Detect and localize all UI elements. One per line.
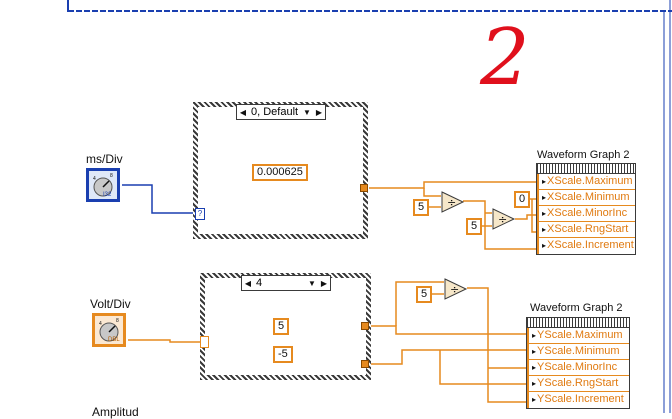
svg-text:÷: ÷ — [450, 283, 459, 296]
chevron-down-icon[interactable]: ▼ — [308, 278, 316, 288]
prop-label: YScale.Increment — [537, 393, 624, 405]
case-prev-arrow-icon[interactable]: ◀ — [239, 107, 247, 117]
case-prev-arrow-icon[interactable]: ◀ — [244, 278, 252, 288]
constant-neg5-bottom[interactable]: -5 — [273, 346, 293, 363]
svg-text:4: 4 — [93, 176, 96, 182]
chevron-down-icon[interactable]: ▼ — [303, 107, 311, 117]
knob-icon: 4 8 — [93, 173, 113, 197]
case-selector-top[interactable]: ◀ 0, Default ▼ ▶ — [236, 104, 326, 120]
divide-icon[interactable]: ÷ — [444, 278, 468, 300]
case-next-arrow-icon[interactable]: ▶ — [315, 107, 323, 117]
case-selector-terminal-bottom — [200, 336, 209, 348]
input-arrow-icon: ▸ — [542, 177, 547, 186]
prop-label: XScale.Increment — [547, 239, 634, 251]
constant-0-000625[interactable]: 0.000625 — [252, 164, 308, 181]
prop-yscale-minorinc[interactable]: ▸YScale.MinorInc — [527, 360, 629, 376]
constant-5-x-b[interactable]: 5 — [466, 218, 483, 235]
prop-xscale-rngstart[interactable]: ▸XScale.RngStart — [537, 222, 635, 238]
prop-label: XScale.Maximum — [547, 175, 633, 187]
case-structure-top[interactable] — [193, 102, 368, 239]
prop-xscale-minorinc[interactable]: ▸XScale.MinorInc — [537, 206, 635, 222]
property-node-y[interactable]: ▸YScale.Maximum ▸YScale.Minimum ▸YScale.… — [526, 317, 630, 409]
ms-div-knob[interactable]: 4 8 I32 — [86, 168, 120, 202]
svg-text:4: 4 — [99, 321, 102, 327]
prop-yscale-rngstart[interactable]: ▸YScale.RngStart — [527, 376, 629, 392]
case-selector-value: 0, Default — [251, 106, 299, 118]
case-selector-value: 4 — [256, 277, 263, 289]
volt-div-label: Volt/Div — [90, 297, 131, 311]
graph-x-title: Waveform Graph 2 — [537, 149, 630, 161]
prop-xscale-minimum[interactable]: ▸XScale.Minimum — [537, 190, 635, 206]
input-arrow-icon: ▸ — [542, 225, 547, 234]
ms-div-label: ms/Div — [86, 152, 123, 166]
volt-div-type: DBL — [108, 337, 120, 343]
graph-y-title: Waveform Graph 2 — [530, 302, 623, 314]
input-arrow-icon: ▸ — [532, 363, 537, 372]
prop-label: YScale.Minimum — [537, 345, 620, 357]
constant-0-x[interactable]: 0 — [514, 191, 531, 208]
prop-label: YScale.RngStart — [537, 377, 619, 389]
input-arrow-icon: ▸ — [532, 331, 537, 340]
prop-label: YScale.Maximum — [537, 329, 623, 341]
prop-yscale-maximum[interactable]: ▸YScale.Maximum — [527, 328, 629, 344]
prop-xscale-increment[interactable]: ▸XScale.Increment — [537, 238, 635, 254]
case-selector-bottom[interactable]: ◀ 4 ▼ ▶ — [241, 275, 331, 291]
input-arrow-icon: ▸ — [532, 347, 537, 356]
svg-text:8: 8 — [116, 318, 119, 324]
ms-div-type: I32 — [103, 192, 112, 198]
property-node-header — [537, 164, 635, 174]
property-node-x[interactable]: ▸XScale.Maximum ▸XScale.Minimum ▸XScale.… — [536, 163, 636, 255]
prop-label: XScale.Minimum — [547, 191, 630, 203]
amplitude-label-partial: Amplitud — [92, 405, 139, 419]
prop-xscale-maximum[interactable]: ▸XScale.Maximum — [537, 174, 635, 190]
constant-5-y[interactable]: 5 — [416, 286, 433, 303]
divide-icon[interactable]: ÷ — [492, 208, 516, 230]
constant-5-x-a[interactable]: 5 — [413, 199, 430, 216]
input-arrow-icon: ▸ — [532, 395, 537, 404]
svg-text:8: 8 — [110, 173, 113, 179]
prop-yscale-minimum[interactable]: ▸YScale.Minimum — [527, 344, 629, 360]
volt-div-knob[interactable]: 4 8 DBL — [92, 313, 126, 347]
output-tunnel-bottom-b — [361, 360, 369, 368]
input-arrow-icon: ▸ — [542, 209, 547, 218]
input-arrow-icon: ▸ — [532, 379, 537, 388]
input-arrow-icon: ▸ — [542, 193, 547, 202]
constant-5-bottom[interactable]: 5 — [273, 318, 290, 335]
case-next-arrow-icon[interactable]: ▶ — [320, 278, 328, 288]
annotation-number: 2 — [480, 13, 530, 103]
knob-icon: 4 8 — [99, 318, 119, 342]
prop-yscale-increment[interactable]: ▸YScale.Increment — [527, 392, 629, 408]
prop-label: YScale.MinorInc — [537, 361, 618, 373]
divide-icon[interactable]: ÷ — [441, 191, 465, 213]
svg-text:÷: ÷ — [447, 196, 456, 209]
prop-label: XScale.MinorInc — [547, 207, 628, 219]
property-node-header — [527, 318, 629, 328]
input-arrow-icon: ▸ — [542, 241, 547, 250]
output-tunnel-top — [360, 184, 368, 192]
svg-text:÷: ÷ — [498, 213, 507, 226]
case-selector-terminal-top: ? — [195, 208, 205, 220]
prop-label: XScale.RngStart — [547, 223, 629, 235]
output-tunnel-bottom-a — [361, 322, 369, 330]
